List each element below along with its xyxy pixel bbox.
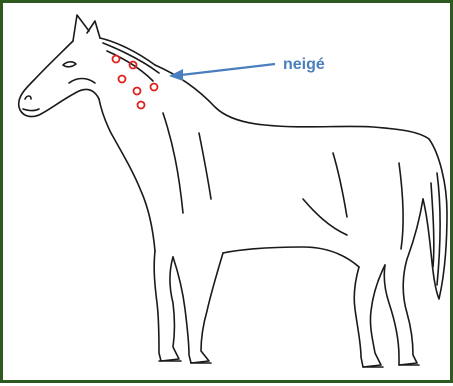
horse-head-outline	[17, 37, 156, 118]
horse-neck-crest	[154, 64, 430, 140]
horse-flank-line	[302, 152, 348, 236]
horse-chest	[98, 98, 156, 252]
horse-cheek	[68, 77, 96, 84]
horse-mouth	[22, 108, 40, 112]
arrow-shaft	[180, 62, 276, 77]
horse-tail	[422, 138, 448, 300]
red-circle-marker-icon	[128, 60, 138, 70]
annotation-label: neigé	[283, 56, 325, 73]
red-circle-marker-icon	[136, 100, 146, 110]
horse-shoulder-line	[162, 112, 212, 214]
horse-nostril	[24, 95, 32, 100]
horse-diagram: neigé	[17, 14, 448, 368]
horse-mane	[102, 42, 160, 82]
horse-tail-strands	[430, 172, 441, 286]
red-circle-marker-icon	[111, 54, 121, 64]
horse-hindquarter	[383, 198, 424, 366]
red-circle-marker-icon	[149, 82, 159, 92]
horse-hind-leg-far	[353, 264, 386, 368]
red-circle-marker-icon	[132, 86, 142, 96]
horse-front-leg-near	[172, 252, 224, 364]
arrow-head-icon	[169, 69, 183, 81]
horse-front-leg-far	[153, 250, 180, 362]
horse-illustration-icon	[17, 14, 448, 368]
red-circle-marker-icon	[117, 74, 127, 84]
horse-ear-right	[86, 20, 101, 39]
horse-hind-muscle	[398, 162, 404, 250]
neck-markers	[111, 54, 159, 110]
horse-eye	[62, 61, 77, 68]
horse-belly	[222, 246, 360, 268]
annotation-arrow	[169, 62, 276, 81]
horse-ear-left	[72, 14, 90, 42]
